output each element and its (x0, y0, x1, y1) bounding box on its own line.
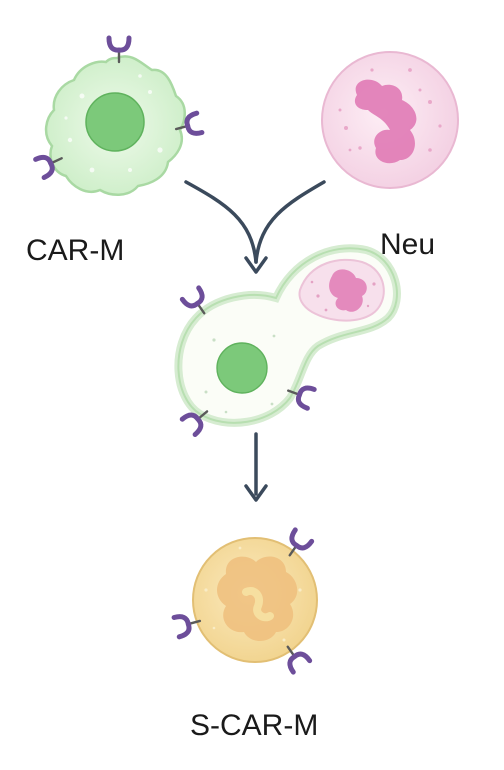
s-car-m-nucleus-gap (242, 587, 274, 622)
macrophage-nucleus (85, 92, 145, 152)
hybrid-macrophage-nucleus (216, 342, 268, 394)
s-car-m-granules (204, 546, 302, 642)
s-car-m-label: S-CAR-M (190, 709, 318, 742)
macrophage-vesicles (64, 74, 163, 173)
hybrid-neutrophil-nucleus (329, 269, 367, 312)
car-macrophage-cell (36, 38, 202, 196)
s-car-m-cell (174, 530, 318, 672)
neutrophil-cell (321, 51, 459, 189)
hybrid-granules (310, 280, 376, 312)
hybrid-membrane-inner (177, 247, 398, 424)
arrow-icon (244, 256, 268, 274)
fusion-hybrid-cell (174, 244, 401, 434)
hybrid-vesicles (204, 334, 276, 414)
neu-label: Neu (380, 228, 435, 261)
down-arrow (244, 432, 268, 502)
car-m-label: CAR-M (26, 234, 124, 267)
arrow-from-neutrophil (254, 180, 326, 264)
arrow-icon (244, 484, 268, 502)
merge-arrow (184, 180, 326, 274)
arrow-from-macrophage (184, 180, 258, 264)
neutrophil-granules (338, 68, 442, 152)
neutrophil-nucleus (354, 79, 417, 164)
